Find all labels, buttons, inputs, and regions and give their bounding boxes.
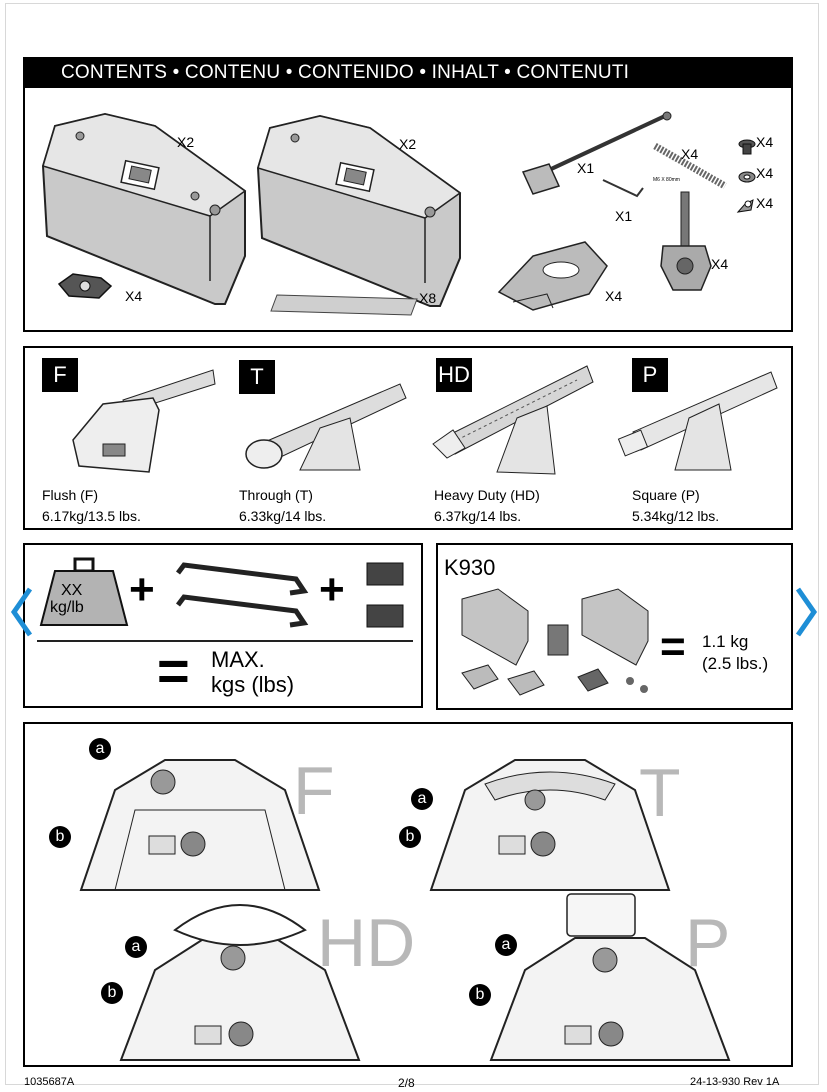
callout-b-p: b xyxy=(469,984,491,1006)
detail-letter-hd: HD xyxy=(317,905,416,981)
callout-a-p: a xyxy=(495,934,517,956)
foot-detail-t xyxy=(429,759,671,891)
key-quantity: X4 xyxy=(125,288,143,304)
callout-b-hd: b xyxy=(101,982,123,1004)
detail-letter-t: T xyxy=(639,755,681,831)
max-load-panel: XX kg/lb + + = MAX. kgs (lbs) xyxy=(23,543,423,708)
washer-icon xyxy=(738,171,756,183)
hex-key-illustration xyxy=(602,179,644,198)
callout-b-f: b xyxy=(49,826,71,848)
weight-label-line-2: kg/lb xyxy=(50,599,84,616)
callout-b-t: b xyxy=(399,826,421,848)
square-bar-illustration xyxy=(617,371,778,471)
bar-weight-flush: 6.17kg/13.5 lbs. xyxy=(42,508,141,524)
rubber-pad-illustration xyxy=(270,294,418,316)
kit-panel: K930 = 1.1 kg (2.5 lbs.) xyxy=(436,543,793,710)
wing-nut-quantity: X4 xyxy=(756,195,774,211)
contents-panel: X2 X4 X2 X8 X1 X1 X4 M6 X 80mm xyxy=(23,88,793,332)
bar-weight-heavy-duty: 6.37kg/14 lbs. xyxy=(434,508,522,524)
badge-through: T xyxy=(239,360,275,394)
footer-page-number: 2/8 xyxy=(398,1076,415,1090)
bar-name-heavy-duty: Heavy Duty (HD) xyxy=(434,487,540,503)
mounting-kit-icon xyxy=(366,562,404,628)
clamp-quantity: X4 xyxy=(711,256,729,272)
bar-name-through: Through (T) xyxy=(239,487,313,503)
bar-weight-through: 6.33kg/14 lbs. xyxy=(239,508,327,524)
details-panel: F a b T a b HD a b P a b xyxy=(23,722,793,1067)
tool-quantity: X1 xyxy=(577,160,595,176)
max-line-1: MAX. xyxy=(211,647,265,672)
plus-sign: + xyxy=(129,565,155,614)
footer-revision: 24-13-930 Rev 1A xyxy=(690,1076,780,1088)
bar-types-panel: F Flush (F) 6.17kg/13.5 lbs. T Through (… xyxy=(23,346,793,530)
kit-equals-sign: = xyxy=(660,622,686,671)
bolt-quantity: X4 xyxy=(756,134,774,150)
callout-a-hd: a xyxy=(125,936,147,958)
kit-weight-line-1: 1.1 kg xyxy=(702,632,749,651)
screw-quantity: X4 xyxy=(681,146,699,162)
foot-detail-p xyxy=(489,893,731,1061)
weight-label-line-1: XX xyxy=(61,582,83,599)
badge-flush: F xyxy=(42,358,78,392)
foot-unit-2-illustration xyxy=(256,114,462,307)
callout-a-t: a xyxy=(411,788,433,810)
screw-size-label: M6 X 80mm xyxy=(653,177,680,183)
key-illustration xyxy=(57,273,113,299)
wing-nut-icon xyxy=(736,199,754,213)
foot-detail-f xyxy=(79,759,321,891)
badge-heavy-duty: HD xyxy=(436,358,472,392)
chevron-left-icon[interactable] xyxy=(10,585,34,639)
divider-line xyxy=(37,640,413,642)
badge-square: P xyxy=(632,358,668,392)
heavy-duty-bar-illustration xyxy=(432,365,594,475)
bar-name-flush: Flush (F) xyxy=(42,487,98,503)
bracket-quantity: X4 xyxy=(605,288,623,304)
chevron-right-icon[interactable] xyxy=(794,585,818,639)
roof-bars-illustration xyxy=(176,562,309,628)
kit-contents-illustration xyxy=(461,588,649,696)
kit-weight-line-2: (2.5 lbs.) xyxy=(702,654,769,673)
pad-quantity: X8 xyxy=(419,290,437,306)
foot-detail-hd xyxy=(119,904,361,1061)
clamp-illustration xyxy=(660,191,712,291)
callout-a-f: a xyxy=(89,738,111,760)
hex-key-quantity: X1 xyxy=(615,208,633,224)
kit-code: K930 xyxy=(444,555,496,580)
screw-illustration xyxy=(653,142,727,190)
flush-bar-illustration xyxy=(72,369,216,473)
detail-letter-f: F xyxy=(293,753,335,829)
bar-weight-square: 5.34kg/12 lbs. xyxy=(632,508,720,524)
foot-2-quantity: X2 xyxy=(399,136,417,152)
contents-header: CONTENTS • CONTENU • CONTENIDO • INHALT … xyxy=(23,57,793,88)
footer-part-number: 1035687A xyxy=(24,1076,75,1088)
foot-unit-illustration xyxy=(41,112,247,305)
through-bar-illustration xyxy=(245,383,407,471)
weight-block-icon xyxy=(39,557,129,626)
bolt-icon xyxy=(738,139,756,155)
bracket-illustration xyxy=(497,241,608,311)
bar-name-square: Square (P) xyxy=(632,487,700,503)
detail-letter-p: P xyxy=(685,905,731,981)
plus-sign-2: + xyxy=(319,565,345,614)
foot-quantity: X2 xyxy=(177,134,195,150)
tool-illustration xyxy=(521,111,672,195)
page-frame xyxy=(5,3,819,1085)
washer-quantity: X4 xyxy=(756,165,774,181)
equals-sign: = xyxy=(157,639,190,702)
max-line-2: kgs (lbs) xyxy=(211,672,295,697)
